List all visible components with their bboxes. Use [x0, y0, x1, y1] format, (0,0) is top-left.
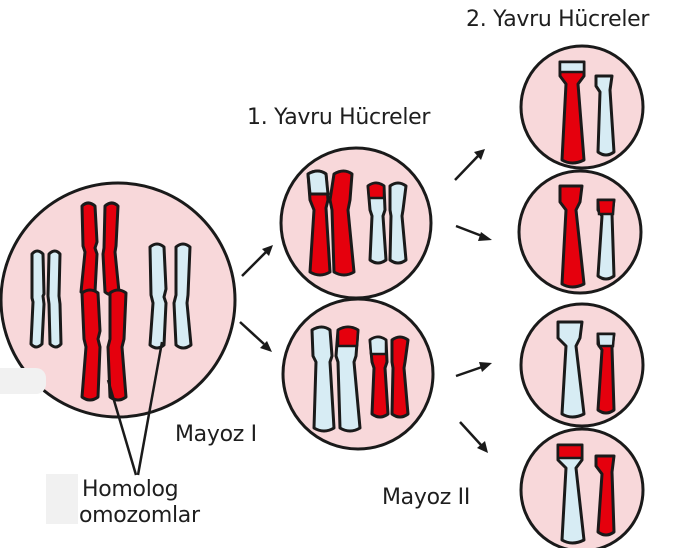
- homolog-label-line2: omozomlar: [79, 503, 200, 528]
- arrow-gen1-top-up: [454, 149, 485, 181]
- arrow-gen1-bottom-down: [459, 421, 488, 453]
- homolog-label-line1: Homolog: [82, 477, 179, 502]
- second-generation-cell-3: [519, 302, 645, 428]
- arrow-to-top-cell: [241, 245, 273, 277]
- second-generation-label: 2. Yavru Hücreler: [466, 7, 650, 32]
- arrow-gen1-top-down: [455, 224, 492, 241]
- arrow-gen1-bottom-up: [455, 362, 492, 378]
- second-generation-cell-2: [517, 169, 643, 295]
- homolog-pointer-lines: [106, 341, 164, 476]
- meiosis-two-label: Mayoz II: [382, 485, 471, 510]
- parent-large-blue-chromosome: [148, 242, 193, 350]
- scan-artifact-left: [0, 368, 46, 394]
- second-generation-cell-4: [519, 427, 645, 552]
- parent-large-red-chromosome: [80, 288, 128, 402]
- parent-small-blue-chromosome: [29, 249, 63, 349]
- first-generation-cell-top: [279, 146, 433, 300]
- first-generation-label: 1. Yavru Hücreler: [247, 105, 431, 130]
- scan-artifact-bottom: [46, 474, 78, 524]
- arrow-to-bottom-cell: [239, 321, 272, 352]
- parent-small-red-chromosome: [79, 201, 121, 297]
- first-generation-cell-bottom: [281, 297, 435, 451]
- meiosis-one-label: Mayoz I: [175, 422, 257, 447]
- second-generation-cell-1: [519, 44, 645, 170]
